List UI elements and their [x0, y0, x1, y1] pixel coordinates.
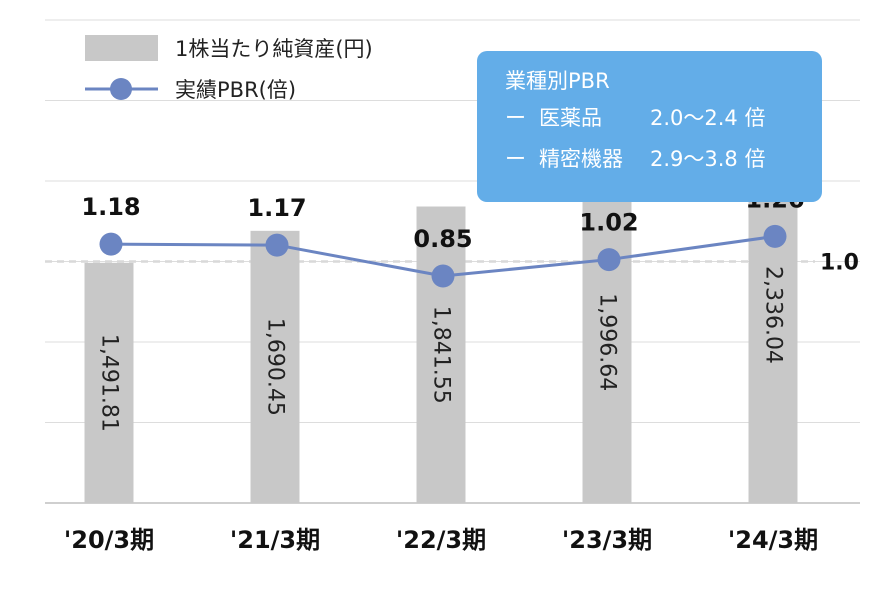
industry-row-precision: ー 精密機器 2.9～3.8 倍	[505, 139, 822, 180]
pbr-value-label: 1.02	[579, 209, 638, 237]
x-axis-tick-labels: '20/3期 '21/3期 '22/3期 '23/3期 '24/3期	[64, 526, 818, 554]
bar	[250, 230, 300, 503]
pbr-marker	[597, 248, 621, 272]
reference-line-label: 1.0	[820, 251, 859, 276]
bar	[416, 206, 466, 504]
legend-bar-label: 1株当たり純資産(円)	[175, 37, 373, 61]
legend-line-marker	[110, 78, 132, 100]
industry-range: 2.0～2.4 倍	[650, 106, 766, 130]
x-tick-label: '22/3期	[396, 526, 486, 554]
pbr-marker	[265, 233, 289, 257]
legend: 1株当たり純資産(円) 実績PBR(倍)	[85, 35, 373, 102]
pbr-value-label: 1.18	[81, 193, 140, 221]
bar-value-label: 1,996.64	[595, 293, 620, 391]
dash-marker: ー	[505, 147, 526, 171]
x-tick-label: '24/3期	[728, 526, 818, 554]
bar-value-labels: 1,491.81 1,690.45 1,841.55 1,996.64 2,336.04	[97, 266, 786, 432]
x-tick-label: '23/3期	[562, 526, 652, 554]
pbr-marker	[763, 224, 787, 248]
industry-pbr-title: 業種別PBR	[505, 69, 610, 93]
legend-bar-swatch	[85, 35, 158, 61]
pbr-value-label: 0.85	[413, 225, 472, 253]
bar-value-label: 1,841.55	[429, 306, 454, 404]
x-tick-label: '20/3期	[64, 526, 154, 554]
bar-value-label: 1,491.81	[97, 334, 122, 432]
industry-range: 2.9～3.8 倍	[650, 147, 766, 171]
industry-name: 医薬品	[539, 106, 602, 130]
dash-marker: ー	[505, 106, 526, 130]
bar	[582, 181, 632, 503]
industry-row-pharma: ー 医薬品 2.0～2.4 倍	[505, 98, 822, 139]
legend-line-label: 実績PBR(倍)	[175, 78, 296, 102]
industry-pbr-box: 業種別PBR ー 医薬品 2.0～2.4 倍 ー 精密機器 2.9～3.8 倍	[477, 51, 822, 202]
bar-value-label: 1,690.45	[263, 318, 288, 416]
bar-value-label: 2,336.04	[761, 266, 786, 364]
line-series	[99, 224, 787, 288]
pbr-marker	[99, 232, 123, 256]
bar	[84, 262, 134, 503]
industry-name: 精密機器	[539, 147, 623, 171]
x-tick-label: '21/3期	[230, 526, 320, 554]
pbr-value-label: 1.17	[247, 194, 306, 222]
pbr-marker	[431, 264, 455, 288]
